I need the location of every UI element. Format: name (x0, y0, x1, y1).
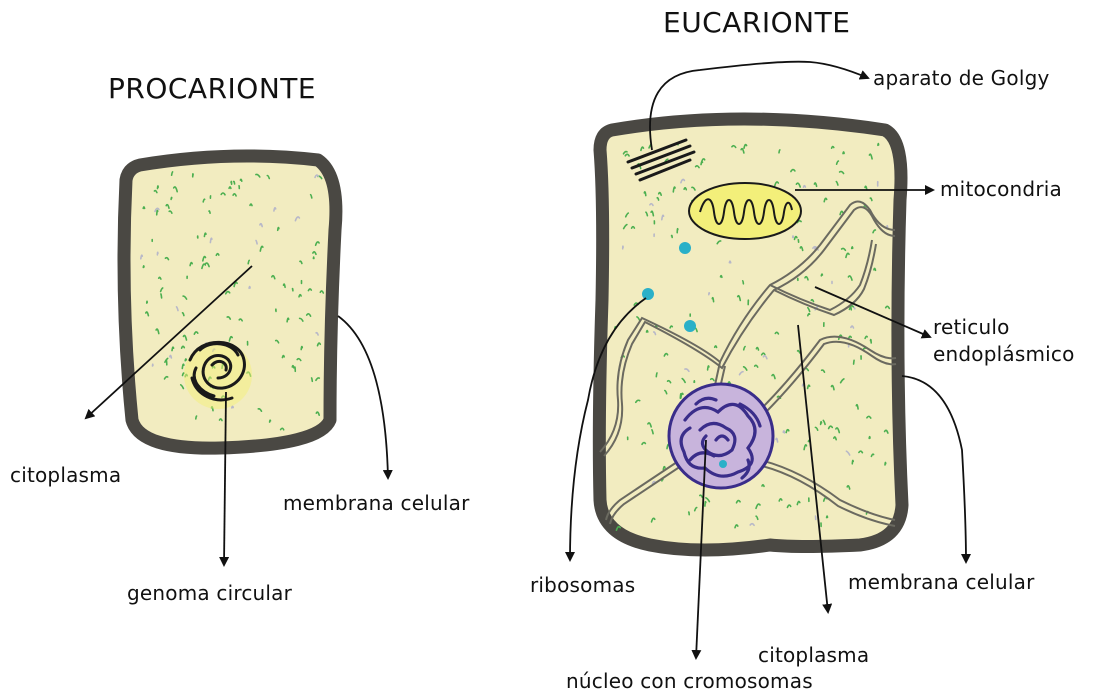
cytoplasm-particle (854, 360, 855, 364)
cytoplasm-particle (312, 378, 313, 381)
ribosome-dot (684, 320, 696, 332)
cytoplasm-particle (147, 301, 148, 303)
cytoplasm-particle (656, 373, 657, 377)
cytoplasm-particle (292, 366, 294, 368)
cytoplasm-particle (166, 360, 167, 365)
cytoplasm-particle (793, 236, 794, 238)
cytoplasm-particle (677, 229, 678, 233)
label-pro-genome: genoma circular (127, 582, 292, 605)
prokaryote-cell (124, 156, 336, 448)
label-pro-cytoplasm: citoplasma (10, 464, 121, 487)
cytoplasm-particle (270, 420, 271, 422)
cytoplasm-particle (232, 406, 233, 408)
eukaryote-cell (599, 119, 902, 550)
cytoplasm-particle (885, 462, 886, 464)
cytoplasm-particle (783, 431, 784, 433)
cytoplasm-particle (689, 512, 690, 515)
cytoplasm-particle (647, 331, 648, 333)
cytoplasm-particle (779, 150, 780, 153)
label-er-line2: endoplásmico (933, 343, 1075, 366)
cytoplasm-particle (705, 502, 706, 506)
ribosome-dot (679, 242, 691, 254)
cytoplasm-particle (850, 306, 851, 310)
label-er-line1: reticulo (933, 316, 1010, 339)
nucleus-icon (669, 384, 773, 488)
cytoplasm-particle (282, 356, 284, 358)
cytoplasm-particle (852, 460, 853, 463)
prokaryote-title: PROCARIONTE (108, 72, 316, 105)
cytoplasm-particle (743, 281, 744, 284)
label-eu-cytoplasm: citoplasma (758, 644, 869, 667)
cytoplasm-particle (292, 289, 293, 291)
cytoplasm-particle (869, 437, 870, 439)
cytoplasm-particle (143, 266, 144, 268)
cytoplasm-particle (821, 274, 822, 276)
cytoplasm-particle (852, 247, 853, 249)
label-ribosomes: ribosomas (530, 574, 635, 597)
label-golgi: aparato de Golgy (873, 67, 1050, 90)
cytoplasm-particle (157, 252, 158, 255)
cytoplasm-particle (161, 294, 162, 298)
cytoplasm-particle (729, 261, 730, 263)
cytoplasm-particle (248, 260, 249, 263)
cytoplasm-particle (158, 186, 159, 189)
cytoplasm-particle (313, 257, 314, 259)
cytoplasm-particle (171, 197, 172, 199)
cytoplasm-particle (672, 235, 673, 237)
label-eu-membrane: membrana celular (848, 571, 1035, 594)
cytoplasm-particle (249, 287, 250, 289)
cytoplasm-particle (185, 359, 186, 361)
mitochondria-icon (689, 183, 801, 239)
cytoplasm-particle (172, 172, 173, 175)
cytoplasm-particle (157, 210, 158, 214)
cytoplasm-particle (234, 181, 235, 184)
cytoplasm-particle (827, 516, 828, 518)
cytoplasm-particle (709, 293, 710, 295)
cytoplasm-particle (680, 394, 681, 398)
cytoplasm-particle (871, 340, 872, 343)
cytoplasm-particle (821, 422, 822, 425)
cytoplasm-particle (721, 276, 722, 278)
cytoplasm-particle (143, 207, 144, 209)
eukaryote-title: EUCARIONTE (663, 6, 850, 39)
cytoplasm-particle (196, 416, 197, 419)
cytoplasm-particle (874, 268, 876, 270)
cytoplasm-particle (229, 187, 231, 189)
cytoplasm-particle (231, 181, 232, 184)
label-nucleus: núcleo con cromosomas (566, 670, 813, 693)
circular-genome-icon (184, 341, 252, 409)
arrow-pro-membrane (338, 316, 388, 478)
cytoplasm-particle (295, 367, 296, 371)
label-mitochondria: mitocondria (940, 178, 1062, 201)
ribosome-dot (642, 288, 654, 300)
cytoplasm-particle (887, 226, 888, 228)
cytoplasm-particle (843, 152, 844, 154)
label-pro-membrane: membrana celular (283, 492, 470, 515)
arrow-eu-membrane (902, 376, 966, 562)
cytoplasm-particle (878, 144, 879, 146)
